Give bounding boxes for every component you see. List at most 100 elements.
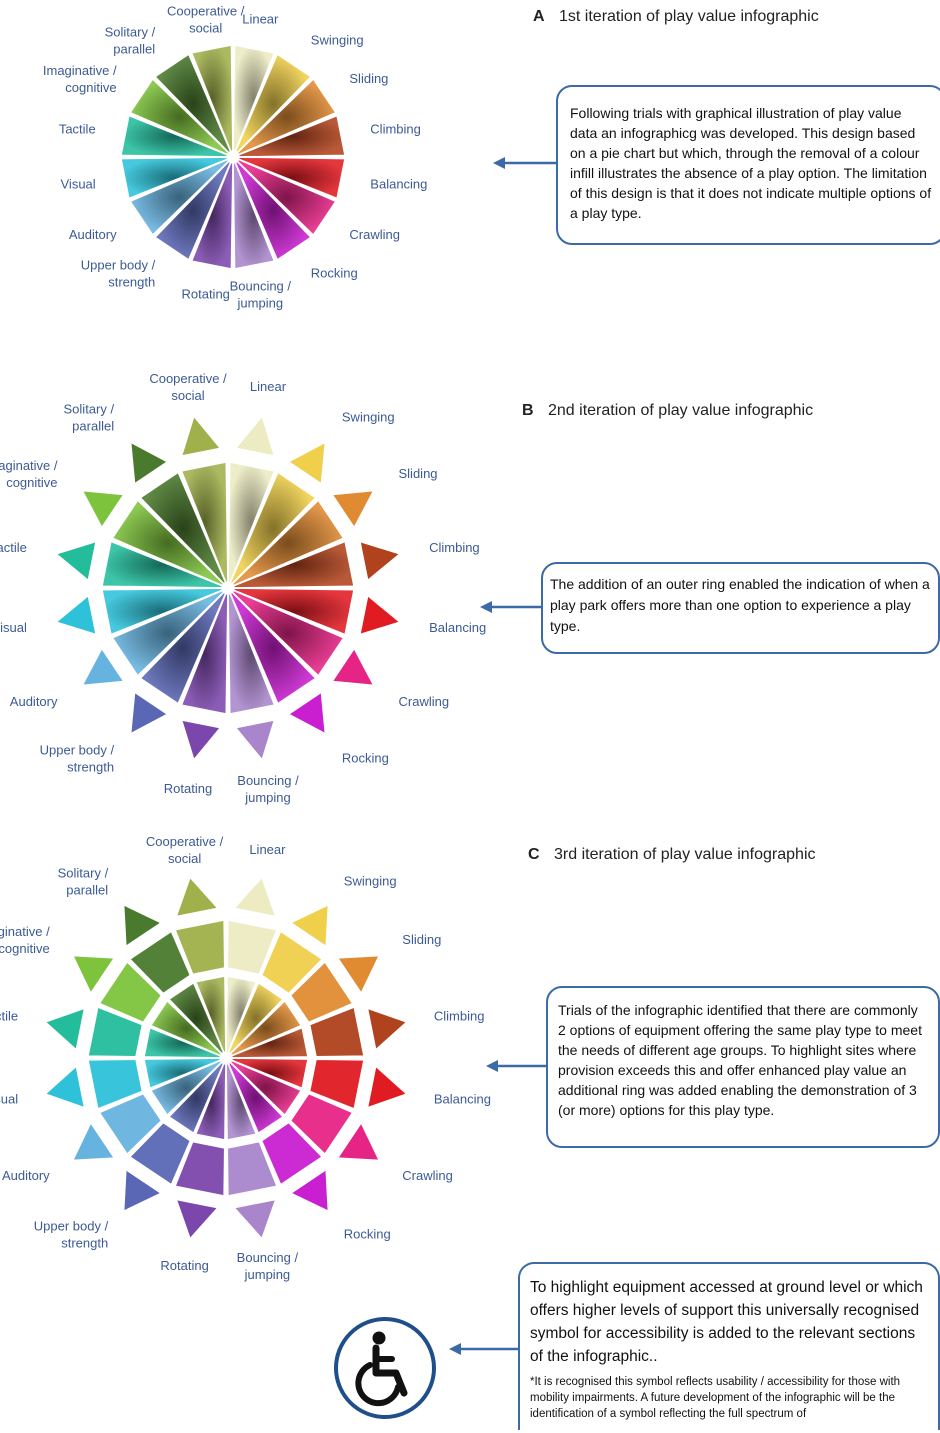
wheel-triangle-upper_body bbox=[123, 1168, 163, 1212]
section-a-callout: Following trials with graphical illustra… bbox=[556, 85, 940, 245]
section-c-callout: Trials of the infographic identified tha… bbox=[546, 986, 940, 1148]
wheel-segment-balancing-ring-2 bbox=[308, 1058, 365, 1111]
wheel-triangle-tactile bbox=[55, 540, 97, 582]
wheel-label-auditory: Auditory bbox=[2, 1168, 50, 1183]
wheel-segment-imaginative-ring-2 bbox=[98, 960, 163, 1024]
wheel-triangle-bouncing bbox=[234, 719, 276, 761]
wheel-segment-tactile bbox=[101, 540, 224, 589]
wheel-segment-upper_body bbox=[139, 591, 227, 705]
wheel-triangle-rotating bbox=[180, 719, 222, 761]
wheel-c: LinearSwingingSlidingClimbingBalancingCr… bbox=[0, 834, 491, 1282]
wheel-segment-balancing bbox=[232, 587, 355, 636]
wheel-label-bouncing: Bouncing /jumping bbox=[237, 1250, 299, 1282]
wheel-segment-cooperative-ring-2 bbox=[173, 919, 226, 976]
wheel-label-tactile: Tactile bbox=[0, 1009, 18, 1024]
wheel-segment-tactile-ring-1 bbox=[143, 1026, 222, 1059]
wheel-segment-solitary-ring-2 bbox=[128, 930, 192, 995]
wheel-segment-linear bbox=[232, 44, 276, 153]
wheel-segment-visual bbox=[101, 587, 224, 636]
wheel-triangle-visual bbox=[55, 594, 97, 636]
wheel-label-solitary: Solitary /parallel bbox=[105, 25, 156, 57]
wheel-segment-rotating-ring-1 bbox=[194, 1062, 227, 1141]
accessibility-callout: To highlight equipment accessed at groun… bbox=[518, 1262, 940, 1430]
wheel-segment-climbing-ring-1 bbox=[230, 1026, 309, 1059]
wheel-segment-swinging bbox=[229, 471, 317, 585]
wheel-triangle-cooperative bbox=[175, 876, 219, 918]
wheel-label-rotating: Rotating bbox=[160, 1258, 208, 1273]
wheel-label-rotating: Rotating bbox=[164, 781, 212, 796]
wheel-label-visual: Visual bbox=[61, 176, 96, 191]
section-c-heading: C 3rd iteration of play value infographic bbox=[528, 846, 816, 864]
wheel-segment-upper_body bbox=[153, 160, 232, 262]
wheel-segment-swinging-ring-2 bbox=[260, 930, 324, 995]
section-a-description: Following trials with graphical illustra… bbox=[570, 105, 932, 221]
wheel-triangle-rocking bbox=[287, 691, 326, 735]
wheel-label-sliding: Sliding bbox=[402, 932, 441, 947]
wheel-label-cooperative: Cooperative /social bbox=[146, 834, 224, 866]
wheel-label-imaginative: Imaginative /cognitive bbox=[0, 458, 58, 490]
wheel-triangle-auditory bbox=[72, 1121, 116, 1161]
wheel-segment-linear-ring-1 bbox=[225, 975, 258, 1054]
wheel-triangle-balancing bbox=[366, 1065, 408, 1109]
wheel-label-linear: Linear bbox=[242, 12, 279, 27]
wheel-triangle-climbing bbox=[359, 540, 401, 582]
wheel-segment-crawling bbox=[231, 589, 345, 677]
wheel-triangle-bouncing bbox=[233, 1198, 277, 1240]
wheel-label-solitary: Solitary /parallel bbox=[64, 402, 115, 434]
wheel-segment-bouncing-ring-1 bbox=[225, 1062, 258, 1141]
wheel-label-imaginative: Imaginative /cognitive bbox=[43, 63, 117, 95]
wheel-segment-cooperative-ring-1 bbox=[194, 975, 227, 1054]
wheel-label-balancing: Balancing bbox=[370, 176, 427, 191]
wheel-segment-rocking-ring-2 bbox=[260, 1121, 324, 1186]
wheel-label-cooperative: Cooperative /social bbox=[167, 4, 245, 36]
wheel-label-rocking: Rocking bbox=[344, 1226, 391, 1241]
wheel-triangle-rotating bbox=[175, 1198, 219, 1240]
wheel-label-crawling: Crawling bbox=[349, 227, 400, 242]
wheel-triangle-swinging bbox=[289, 904, 329, 948]
wheel-label-climbing: Climbing bbox=[370, 122, 421, 137]
wheel-triangle-cooperative bbox=[180, 415, 222, 457]
wheel-label-bouncing: Bouncing /jumping bbox=[237, 773, 299, 805]
section-a-title: 1st iteration of play value infographic bbox=[559, 8, 819, 25]
wheel-label-upper_body: Upper body /strength bbox=[34, 1218, 109, 1250]
wheel-label-balancing: Balancing bbox=[434, 1091, 491, 1106]
wheel-segment-imaginative-ring-1 bbox=[149, 999, 223, 1057]
wheel-segment-auditory-ring-1 bbox=[149, 1059, 223, 1117]
wheel-a: LinearSwingingSlidingClimbingBalancingCr… bbox=[43, 4, 428, 311]
wheel-label-sliding: Sliding bbox=[399, 466, 438, 481]
wheel-label-swinging: Swinging bbox=[344, 874, 397, 889]
wheel-segment-sliding-ring-1 bbox=[229, 999, 303, 1057]
wheel-triangle-solitary bbox=[130, 441, 169, 485]
wheel-triangle-balancing bbox=[359, 594, 401, 636]
wheelchair-accessibility-icon bbox=[334, 1317, 436, 1419]
wheel-segment-balancing bbox=[237, 156, 346, 200]
wheel-segment-sliding bbox=[236, 77, 338, 156]
wheel-triangle-tactile bbox=[44, 1007, 86, 1051]
wheel-segment-rocking bbox=[234, 160, 313, 262]
wheel-segment-rocking-ring-1 bbox=[227, 1061, 285, 1135]
wheel-segment-auditory bbox=[111, 589, 225, 677]
wheel-triangle-swinging bbox=[287, 441, 326, 485]
wheel-triangle-sliding bbox=[336, 955, 380, 995]
section-c-description: Trials of the infographic identified tha… bbox=[558, 1002, 922, 1118]
wheel-triangle-linear bbox=[234, 415, 276, 457]
wheel-label-tactile: Tactile bbox=[59, 122, 96, 137]
section-b-callout: The addition of an outer ring enabled th… bbox=[541, 562, 940, 654]
section-c-title: 3rd iteration of play value infographic bbox=[554, 846, 816, 863]
wheel-segment-linear bbox=[227, 461, 276, 584]
wheel-triangle-imaginative bbox=[72, 955, 116, 995]
wheel-segment-balancing-ring-1 bbox=[230, 1057, 309, 1090]
wheel-segment-imaginative bbox=[111, 499, 225, 587]
wheel-segment-swinging bbox=[234, 52, 313, 154]
wheel-triangle-linear bbox=[233, 876, 277, 918]
wheel-segment-rotating bbox=[190, 161, 234, 270]
section-b-title: 2nd iteration of play value infographic bbox=[548, 402, 814, 419]
wheel-segment-bouncing-ring-2 bbox=[226, 1140, 279, 1197]
section-c-letter: C bbox=[528, 846, 540, 863]
wheel-triangle-imaginative bbox=[81, 490, 125, 529]
wheel-triangle-visual bbox=[44, 1065, 86, 1109]
section-a-letter: A bbox=[533, 8, 545, 25]
